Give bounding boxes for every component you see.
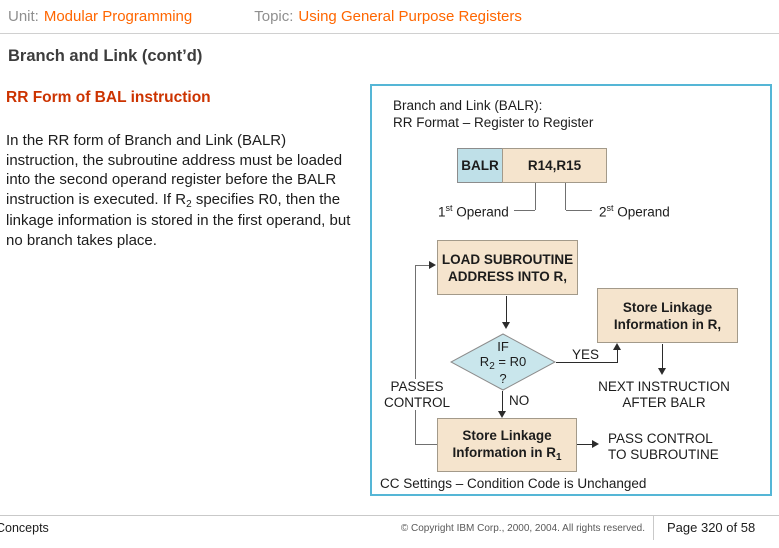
header-divider xyxy=(0,33,779,34)
load-subroutine-box: LOAD SUBROUTINE ADDRESS INTO R, xyxy=(437,240,578,295)
flow-arrow-load-to-diamond xyxy=(506,296,507,323)
next-instruction-line2: AFTER BALR xyxy=(622,395,706,410)
yes-label: YES xyxy=(572,347,600,362)
no-label: NO xyxy=(509,393,530,408)
unit-label: Unit: xyxy=(8,8,39,25)
cc-settings-note: CC Settings – Condition Code is Unchange… xyxy=(380,476,647,491)
diagram-caption-line2: RR Format – Register to Register xyxy=(393,115,594,130)
passes-control-line1: PASSES xyxy=(390,379,444,394)
load-subroutine-line2: ADDRESS INTO R, xyxy=(447,268,567,284)
diamond-line3: ? xyxy=(499,371,507,386)
store-linkage-r-box: Store Linkage Information in R, xyxy=(597,288,738,343)
operands-box: R14,R15 xyxy=(502,148,607,183)
body-paragraph: In the RR form of Branch and Link (BALR)… xyxy=(6,131,350,250)
footer-copyright: © Copyright IBM Corp., 2000, 2004. All r… xyxy=(400,523,645,534)
body-line-post: specifies R0, then the xyxy=(191,190,341,208)
body-line-pre: instruction is executed. If R xyxy=(6,190,187,208)
next-instruction-label: NEXT INSTRUCTION AFTER BALR xyxy=(590,379,738,411)
operand1-callout-line xyxy=(514,210,535,211)
yes-branch-line xyxy=(556,362,618,363)
pass-control-line1: PASS CONTROL xyxy=(608,431,713,446)
next-instruction-line1: NEXT INSTRUCTION xyxy=(598,379,730,394)
topic-value: Using General Purpose Registers xyxy=(298,8,522,25)
footer-page-number: Page 320 of 58 xyxy=(667,520,756,535)
passes-control-label: PASSES CONTROL xyxy=(382,379,452,410)
diamond-line1: IF xyxy=(497,339,509,354)
operand2-callout-line xyxy=(566,210,592,211)
store-linkage-r1-box: Store Linkage Information in R1 xyxy=(437,418,577,472)
store-linkage-r-line2: Information in R, xyxy=(613,316,722,332)
unit-value: Modular Programming xyxy=(43,8,193,25)
section-subtitle: RR Form of BAL instruction xyxy=(6,89,211,106)
balr-diagram-panel: Branch and Link (BALR): RR Format – Regi… xyxy=(370,84,772,496)
pass-control-line xyxy=(577,444,592,445)
footer-divider xyxy=(0,515,779,516)
operand2-label: 2st Operand xyxy=(599,203,670,220)
body-line: into the second operand register before … xyxy=(6,171,337,188)
passes-control-loop-line xyxy=(415,265,416,445)
diagram-caption: Branch and Link (BALR): RR Format – Regi… xyxy=(393,97,593,131)
operand2-num: 2 xyxy=(599,204,607,220)
store-linkage-r1-sub: 1 xyxy=(555,452,562,463)
arrowhead-down-icon xyxy=(502,322,510,329)
body-line: linkage information is stored in the fir… xyxy=(6,212,351,229)
operand2-callout-line xyxy=(565,183,566,210)
decision-diamond-text: IF R2 = R0 ? xyxy=(450,339,556,386)
topic-label: Topic: xyxy=(254,8,294,25)
pass-control-line2: TO SUBROUTINE xyxy=(608,447,719,462)
no-branch-line xyxy=(502,391,503,411)
arrowhead-up-icon xyxy=(613,343,621,350)
footer-vertical-divider xyxy=(653,516,654,540)
load-subroutine-line1: LOAD SUBROUTINE xyxy=(441,251,574,267)
footer-course-name: Concepts xyxy=(0,521,49,535)
body-line: In the RR form of Branch and Link (BALR) xyxy=(6,132,287,149)
body-line: instruction, the subroutine address must… xyxy=(6,151,343,169)
page-title: Branch and Link (cont’d) xyxy=(8,47,203,65)
opcode-box: BALR xyxy=(457,148,503,183)
diagram-caption-line1: Branch and Link (BALR): xyxy=(393,98,543,113)
body-line-sub: 2 xyxy=(186,198,192,210)
decision-diamond xyxy=(450,333,556,391)
passes-control-loop-line xyxy=(415,444,437,445)
passes-control-line2: CONTROL xyxy=(383,394,450,410)
operand1-word: Operand xyxy=(452,204,509,220)
store-linkage-r-line1: Store Linkage xyxy=(622,299,713,315)
yes-branch-line xyxy=(617,349,618,363)
arrowhead-down-icon xyxy=(498,411,506,418)
store-linkage-r1-line1: Store Linkage xyxy=(462,428,552,443)
body-line: no branch takes place. xyxy=(6,231,157,249)
diamond-line2-post: = R0 xyxy=(494,354,527,369)
body-line: instruction is executed. If R2 specifies… xyxy=(6,190,350,212)
operand1-callout-line xyxy=(535,183,536,210)
pass-control-label: PASS CONTROL TO SUBROUTINE xyxy=(608,431,719,463)
diamond-line2: R2 = R0 xyxy=(450,354,556,372)
operand1-num: 1 xyxy=(438,204,446,220)
diamond-line2-pre: R xyxy=(479,354,490,369)
flow-arrow-next-instruction xyxy=(662,344,663,368)
arrowhead-right-icon xyxy=(429,261,436,269)
header: Unit:Modular Programming Topic:Using Gene… xyxy=(8,8,522,25)
operand2-word: Operand xyxy=(613,204,670,220)
store-linkage-r1-line2: Information in R1 xyxy=(452,444,561,463)
operand1-suffix: st xyxy=(445,203,453,213)
diamond-line2-sub: 2 xyxy=(489,361,495,372)
arrowhead-down-icon xyxy=(658,368,666,375)
operand1-label: 1st Operand xyxy=(438,203,509,220)
store-linkage-r1-pre: Information in R xyxy=(452,445,556,460)
operand2-suffix: st xyxy=(606,203,614,213)
passes-control-loop-line xyxy=(415,265,429,266)
arrowhead-right-icon xyxy=(592,440,599,448)
